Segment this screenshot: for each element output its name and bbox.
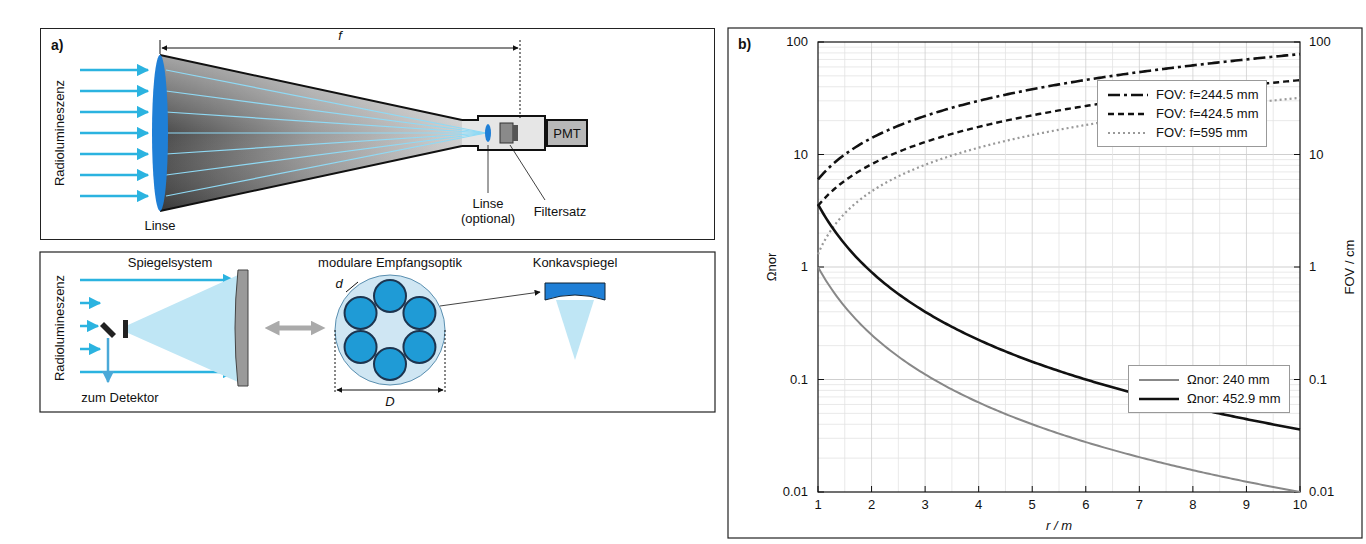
filter-set	[500, 123, 513, 143]
plot-frame	[818, 42, 1300, 492]
axis-ticks	[818, 42, 1300, 492]
tick-label: 7	[1136, 498, 1143, 513]
detector-arrow	[107, 338, 110, 382]
tick-label: 0.1	[790, 372, 808, 387]
legend-sample	[1106, 89, 1150, 101]
light-label: Radiolumineszenz	[53, 275, 68, 381]
detector-label: PMT	[553, 126, 580, 141]
part-label: Konkavspiegel	[533, 256, 618, 271]
tick-label: 2	[868, 498, 875, 513]
legend-text: Ωnor: 452.9 mm	[1187, 391, 1281, 406]
tick-label: 1	[814, 498, 821, 513]
legend-text: FOV: f=244.5 mm	[1156, 87, 1258, 102]
dimension-label: f	[338, 29, 342, 44]
tick-label: 10	[1293, 498, 1307, 513]
filter-set	[513, 125, 518, 141]
lens-tube	[160, 55, 545, 211]
tick-label: 8	[1189, 498, 1196, 513]
d-dimension	[346, 282, 358, 292]
panel-frame	[40, 252, 715, 412]
exchange-arrow	[272, 326, 318, 331]
optional-lens	[485, 124, 491, 142]
panel-label: b)	[738, 36, 1362, 52]
detector-box: PMT	[546, 119, 588, 147]
tick-label: 1	[1309, 260, 1316, 275]
leader-line	[488, 145, 489, 193]
light-cone	[128, 275, 238, 382]
tick-label: 100	[786, 35, 808, 50]
axis-title: FOV / cm	[1343, 240, 1358, 295]
part-label: Filtersatz	[534, 205, 587, 220]
data-curve	[818, 204, 1300, 429]
legend-entry: FOV: f=424.5 mm	[1106, 104, 1258, 123]
pointer-line	[440, 292, 540, 306]
lens	[152, 55, 168, 211]
part-label: Linse	[144, 219, 175, 234]
legend-text: Ωnor: 240 mm	[1187, 372, 1270, 387]
tick-label: 4	[975, 498, 982, 513]
light-rays	[166, 70, 486, 196]
leader-line	[510, 145, 545, 200]
dimension-label: d	[335, 277, 342, 292]
legend-entry: FOV: f=244.5 mm	[1106, 85, 1258, 104]
data-curve	[818, 80, 1300, 206]
legend-box: FOV: f=244.5 mm FOV: f=424.5 mm FOV: f=595…	[1097, 80, 1267, 147]
light-cone	[556, 300, 594, 360]
primary-mirror	[235, 270, 248, 386]
legend-box: Ωnor: 240 mm Ωnor: 452.9 mm	[1128, 365, 1290, 413]
tick-label: 100	[1309, 35, 1331, 50]
legend-entry: FOV: f=595 mm	[1106, 123, 1258, 142]
secondary-lens	[123, 320, 128, 338]
light-label: Radiolumineszenz	[53, 80, 68, 186]
dimension-label: D	[385, 395, 394, 410]
tick-label: 0.01	[783, 485, 808, 500]
legend-text: FOV: f=424.5 mm	[1156, 106, 1258, 121]
secondary-mirror	[100, 322, 116, 338]
part-label: Linse (optional)	[448, 197, 528, 227]
receiver-plate	[335, 275, 445, 385]
legend-sample	[1137, 374, 1181, 386]
legend-sample	[1106, 127, 1150, 139]
axis-title: Ωnor	[765, 253, 780, 282]
concave-mirror	[545, 283, 605, 300]
grid	[818, 42, 1300, 492]
data-curve	[818, 54, 1300, 179]
tick-label: 10	[794, 147, 808, 162]
tick-label: 1	[801, 260, 808, 275]
tick-label: 6	[1082, 498, 1089, 513]
tick-label: 0.1	[1309, 372, 1327, 387]
panel-frame	[728, 28, 1362, 538]
sub-aperture	[345, 280, 436, 380]
tick-label: 5	[1029, 498, 1036, 513]
legend-text: FOV: f=595 mm	[1156, 125, 1248, 140]
D-dimension	[335, 330, 445, 392]
axis-title: r / m	[1046, 519, 1072, 534]
legend-entry: Ωnor: 452.9 mm	[1137, 389, 1281, 408]
focal-dimension	[160, 40, 520, 120]
part-label: zum Detektor	[81, 391, 158, 406]
legend-sample	[1137, 393, 1181, 405]
legend-entry: Ωnor: 240 mm	[1137, 370, 1281, 389]
legend-sample	[1106, 108, 1150, 120]
data-curve	[818, 267, 1300, 492]
part-label: Spiegelsystem	[128, 256, 213, 271]
tick-label: 0.01	[1309, 485, 1334, 500]
incoming-light	[80, 70, 148, 196]
part-label: modulare Empfangsoptik	[318, 256, 462, 271]
panel-label: a)	[51, 37, 714, 53]
tick-label: 9	[1243, 498, 1250, 513]
tick-label: 3	[921, 498, 928, 513]
panel: a) PMT	[40, 28, 715, 240]
tick-label: 10	[1309, 147, 1323, 162]
